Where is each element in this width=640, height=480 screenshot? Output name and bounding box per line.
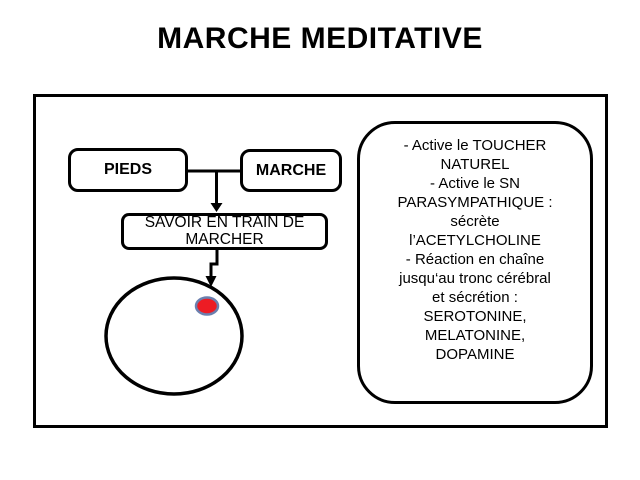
info-panel: - Active le TOUCHER NATUREL - Active le … <box>357 121 593 404</box>
node-marche: MARCHE <box>240 149 342 192</box>
node-savoir: SAVOIR EN TRAIN DE MARCHER <box>121 213 328 250</box>
page-title: MARCHE MEDITATIVE <box>157 22 483 55</box>
info-panel-text: - Active le TOUCHER NATUREL - Active le … <box>397 137 553 363</box>
node-pieds: PIEDS <box>68 148 188 192</box>
